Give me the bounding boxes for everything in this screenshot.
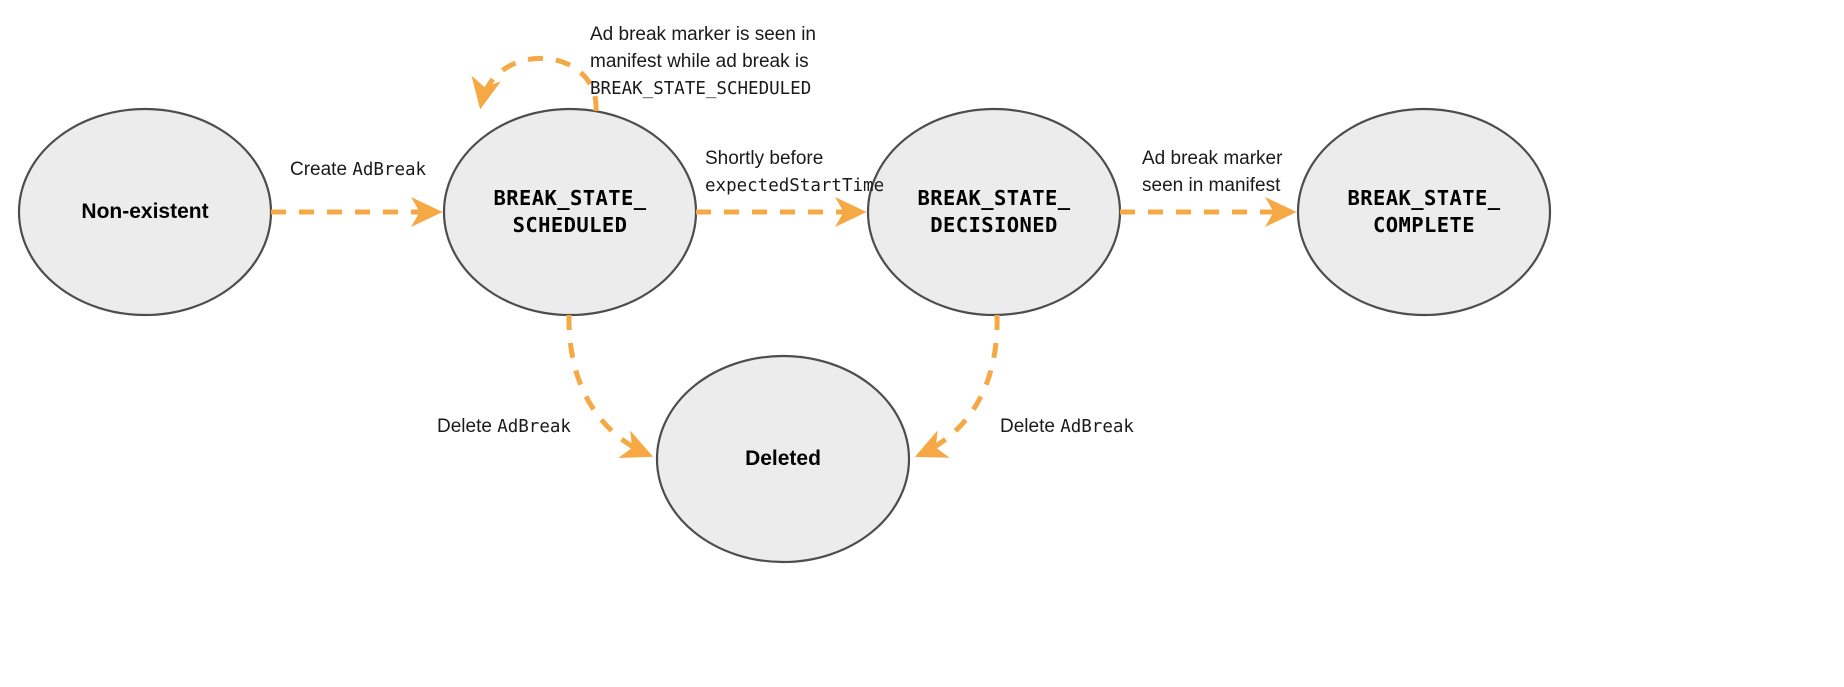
node-break-state-decisioned[interactable]	[866, 107, 1122, 317]
node-deleted[interactable]	[655, 354, 911, 564]
node-break-state-complete[interactable]	[1296, 107, 1552, 317]
edge-delete-adbreak-from-decisioned[interactable]	[914, 314, 1000, 458]
edge-delete-adbreak-from-scheduled[interactable]	[566, 314, 654, 458]
edge-ad-break-marker-seen-scheduled-self-loop[interactable]	[471, 56, 599, 112]
node-break-state-scheduled[interactable]	[442, 107, 698, 317]
edges-layer	[271, 56, 1297, 458]
nodes-layer	[17, 107, 1552, 564]
node-non-existent[interactable]	[17, 107, 273, 317]
